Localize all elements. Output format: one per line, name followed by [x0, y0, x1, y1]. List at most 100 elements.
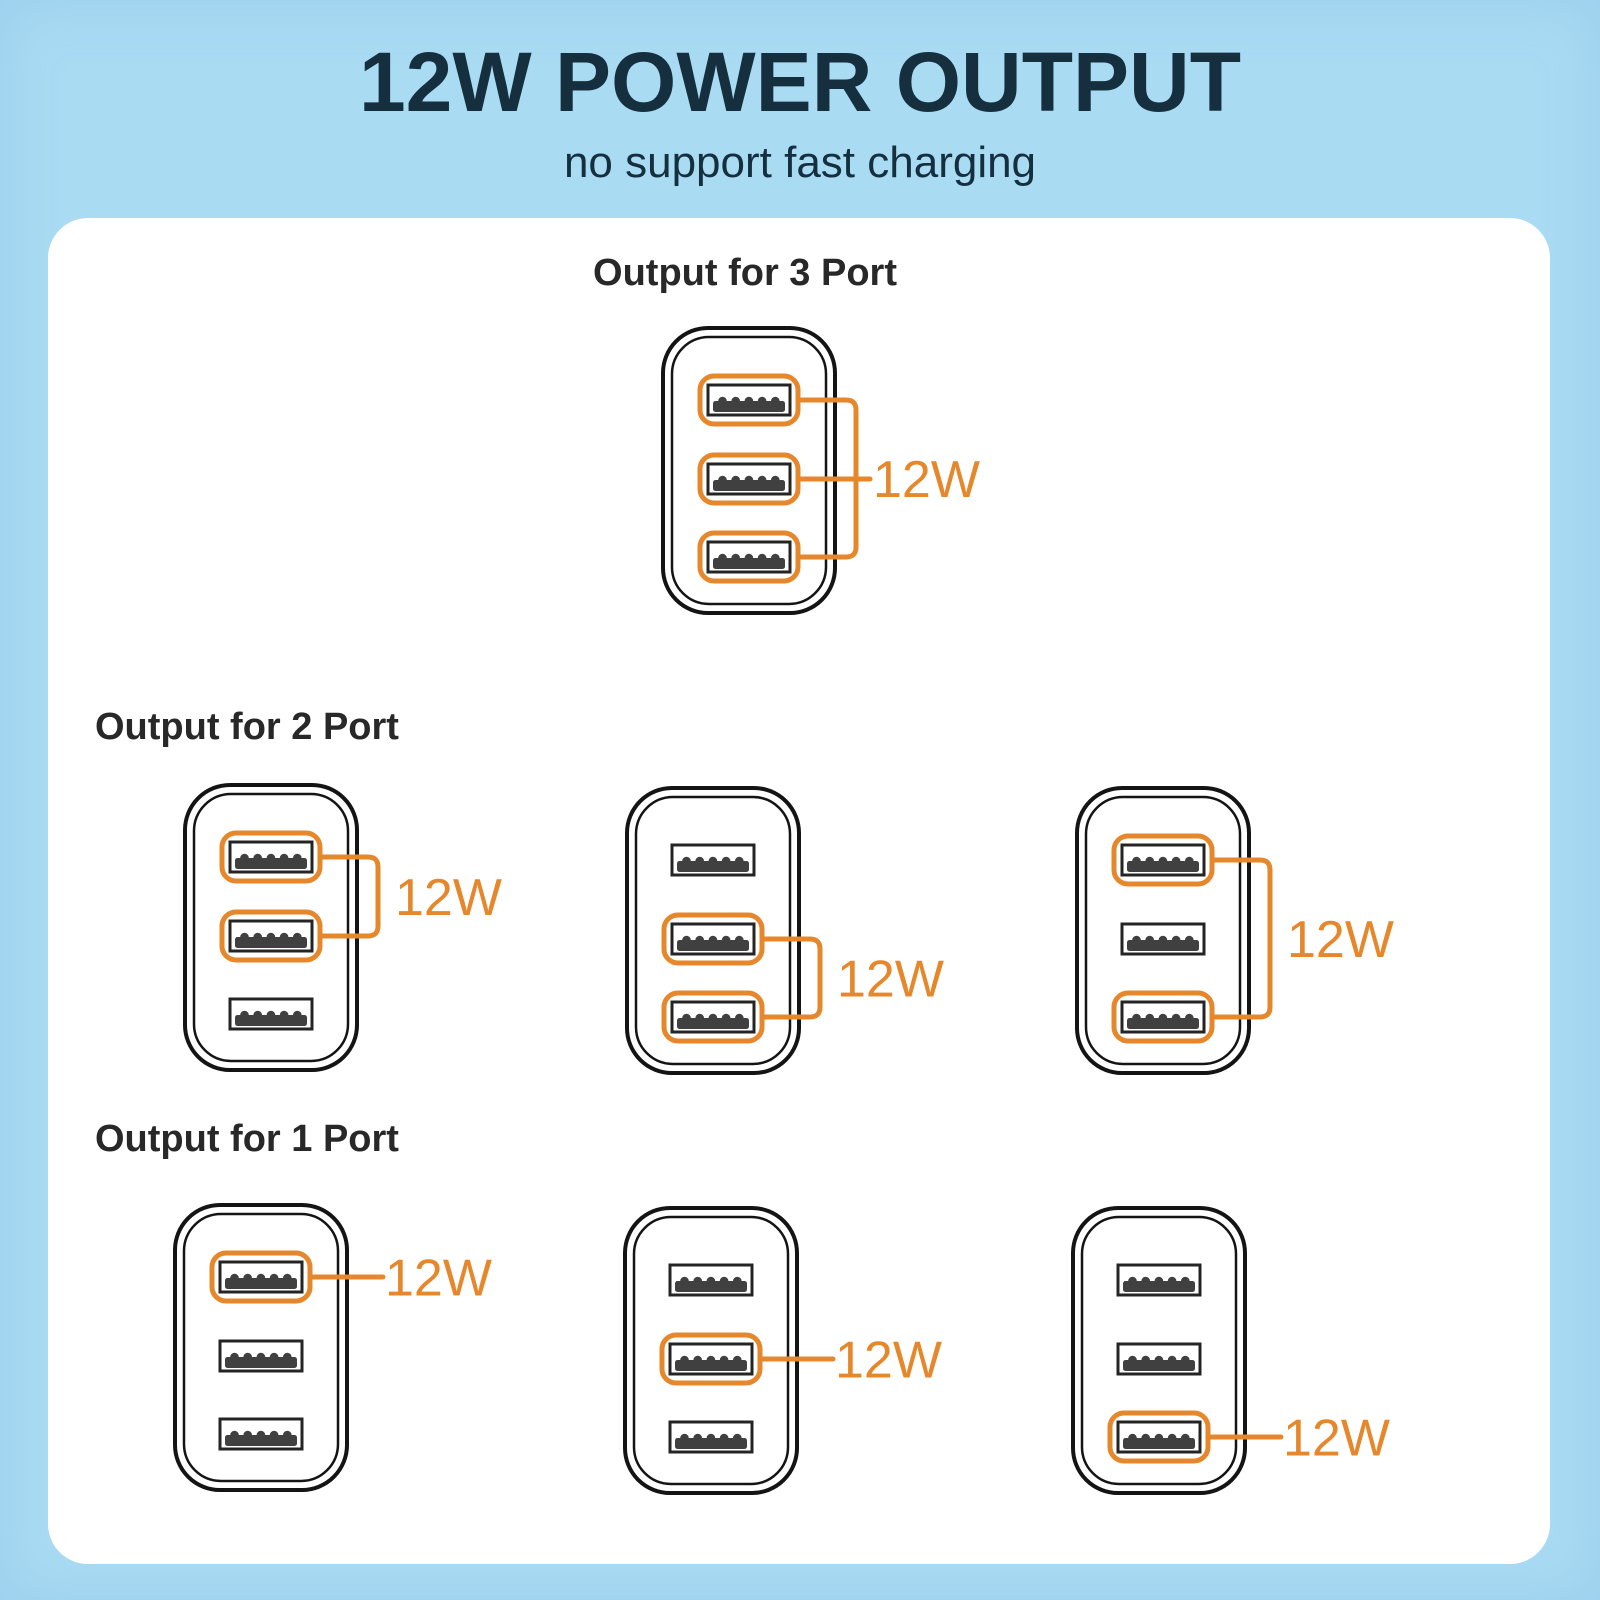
- usb-pin-bump: [256, 1273, 266, 1283]
- usb-pin-bump: [1185, 935, 1194, 945]
- usb-pin-bump: [744, 396, 754, 406]
- usb-pin-bump: [708, 1013, 718, 1023]
- usb-port-tongue: [225, 1278, 297, 1289]
- usb-pin-bump: [1167, 1433, 1177, 1443]
- charger-2port-top-middle: 12W: [183, 783, 502, 1072]
- usb-pin-bump: [253, 853, 262, 863]
- usb-pin-bump: [293, 1010, 302, 1020]
- usb-port-tongue: [1127, 861, 1199, 872]
- usb-pin-bump: [731, 475, 740, 485]
- usb-port-tongue: [675, 1360, 747, 1371]
- usb-pin-bump: [695, 856, 704, 866]
- usb-pin-bump: [695, 1013, 704, 1023]
- usb-pin-bump: [1185, 1013, 1194, 1023]
- usb-port: [668, 1263, 754, 1297]
- usb-port: [706, 462, 792, 496]
- usb-pin-bump: [1171, 935, 1181, 945]
- page-subtitle: no support fast charging: [563, 138, 1037, 187]
- usb-port: [1120, 843, 1206, 877]
- usb-pin-bump: [721, 935, 731, 945]
- usb-pin-bump: [706, 1433, 716, 1443]
- usb-pin-bump: [680, 1355, 689, 1365]
- usb-pin-bump: [1154, 1433, 1164, 1443]
- usb-pin-bump: [1145, 935, 1154, 945]
- usb-pin-bump: [757, 553, 767, 563]
- usb-port: [218, 1339, 304, 1373]
- charger-1port-bottom: 12W: [1071, 1206, 1390, 1495]
- power-label: 12W: [395, 869, 502, 927]
- charger-1port-top: 12W: [173, 1203, 492, 1492]
- usb-pin-bump: [693, 1433, 702, 1443]
- usb-port-tongue: [713, 401, 785, 412]
- charger-body-inner: [1084, 795, 1242, 1066]
- usb-pin-bump: [269, 1352, 279, 1362]
- usb-port-tongue: [235, 858, 307, 869]
- usb-pin-bump: [757, 396, 767, 406]
- usb-pin-bump: [680, 1276, 689, 1286]
- charger-body-inner: [670, 335, 828, 606]
- usb-pin-bump: [253, 1010, 262, 1020]
- usb-port: [668, 1342, 754, 1376]
- usb-pin-bump: [240, 932, 249, 942]
- usb-pin-bump: [771, 553, 780, 563]
- power-label: 12W: [873, 451, 980, 509]
- usb-pin-bump: [1132, 935, 1141, 945]
- usb-port: [218, 1417, 304, 1451]
- usb-port: [706, 383, 792, 417]
- usb-pin-bump: [1141, 1355, 1150, 1365]
- usb-pin-bump: [771, 396, 780, 406]
- usb-pin-bump: [708, 935, 718, 945]
- usb-port-tongue: [675, 1281, 747, 1292]
- connector-bracket: [1209, 857, 1273, 1020]
- usb-port: [1120, 922, 1206, 956]
- usb-pin-bump: [256, 1430, 266, 1440]
- usb-pin-bump: [256, 1352, 266, 1362]
- usb-pin-bump: [230, 1430, 239, 1440]
- usb-pin-bump: [682, 1013, 691, 1023]
- usb-pin-bump: [1185, 856, 1194, 866]
- usb-pin-bump: [693, 1276, 702, 1286]
- usb-pin-bump: [721, 1013, 731, 1023]
- usb-pin-bump: [1181, 1276, 1190, 1286]
- usb-pin-bump: [253, 932, 262, 942]
- usb-port-tongue: [225, 1435, 297, 1446]
- usb-port-tongue: [1123, 1360, 1195, 1371]
- usb-pin-bump: [744, 475, 754, 485]
- usb-pin-bump: [1158, 856, 1168, 866]
- charger-2port-middle-bottom: 12W: [625, 786, 944, 1075]
- usb-pin-bump: [1128, 1355, 1137, 1365]
- usb-pin-bump: [1158, 935, 1168, 945]
- usb-port: [670, 922, 756, 956]
- usb-pin-bump: [279, 932, 289, 942]
- usb-pin-bump: [243, 1273, 252, 1283]
- usb-pin-bump: [719, 1433, 729, 1443]
- usb-pin-bump: [1141, 1433, 1150, 1443]
- usb-pin-bump: [1128, 1276, 1137, 1286]
- usb-pin-bump: [706, 1355, 716, 1365]
- usb-pin-bump: [735, 935, 744, 945]
- usb-pin-bump: [757, 475, 767, 485]
- charger-body-inner: [634, 795, 792, 1066]
- usb-pin-bump: [731, 396, 740, 406]
- usb-port-tongue: [677, 940, 749, 951]
- usb-pin-bump: [269, 1273, 279, 1283]
- usb-pin-bump: [680, 1433, 689, 1443]
- usb-port: [228, 919, 314, 953]
- usb-port-tongue: [677, 1018, 749, 1029]
- usb-pin-bump: [695, 935, 704, 945]
- usb-pin-bump: [1141, 1276, 1150, 1286]
- usb-pin-bump: [733, 1276, 742, 1286]
- usb-pin-bump: [283, 1430, 292, 1440]
- power-label: 12W: [1283, 1410, 1390, 1468]
- usb-port-tongue: [235, 937, 307, 948]
- usb-pin-bump: [230, 1352, 239, 1362]
- usb-pin-bump: [735, 856, 744, 866]
- usb-port-tongue: [713, 480, 785, 491]
- usb-port-tongue: [1127, 940, 1199, 951]
- charger-1port-middle: 12W: [623, 1206, 942, 1495]
- usb-pin-bump: [706, 1276, 716, 1286]
- usb-port: [670, 843, 756, 877]
- usb-pin-bump: [718, 396, 727, 406]
- section-heading-1-port: Output for 1 Port: [95, 1118, 399, 1160]
